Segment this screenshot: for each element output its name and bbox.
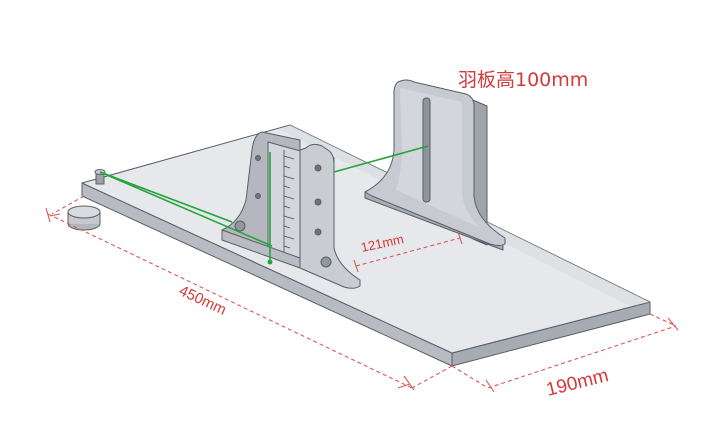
height-gauge-fence — [221, 131, 361, 289]
mounting-post — [94, 169, 106, 185]
feather-board-height-label: 羽板高100mm — [458, 69, 588, 91]
ruler-ticks — [283, 150, 295, 258]
laser-lines — [99, 145, 429, 265]
dimension-190-label: 190mm — [544, 365, 611, 401]
leveling-foot — [67, 205, 101, 231]
feather-board — [364, 79, 506, 251]
